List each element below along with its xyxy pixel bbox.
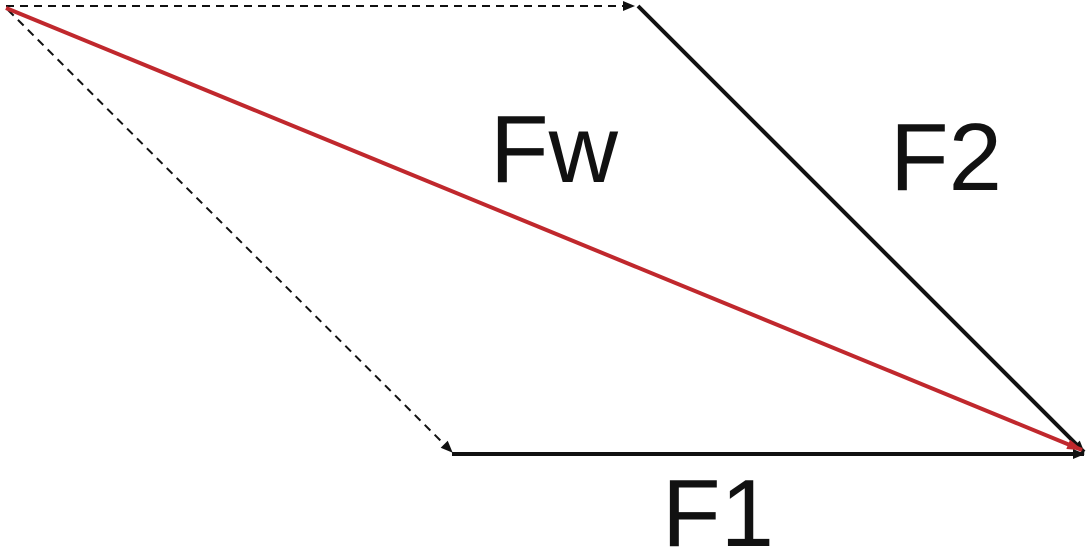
force-2-vector [636, 4, 1086, 454]
construction-line-left [7, 9, 453, 453]
force-2-label: F2 [890, 104, 1002, 211]
resultant-vector [5, 6, 1083, 452]
resultant-label: Fw [490, 96, 619, 203]
force-1-label: F1 [662, 460, 774, 547]
